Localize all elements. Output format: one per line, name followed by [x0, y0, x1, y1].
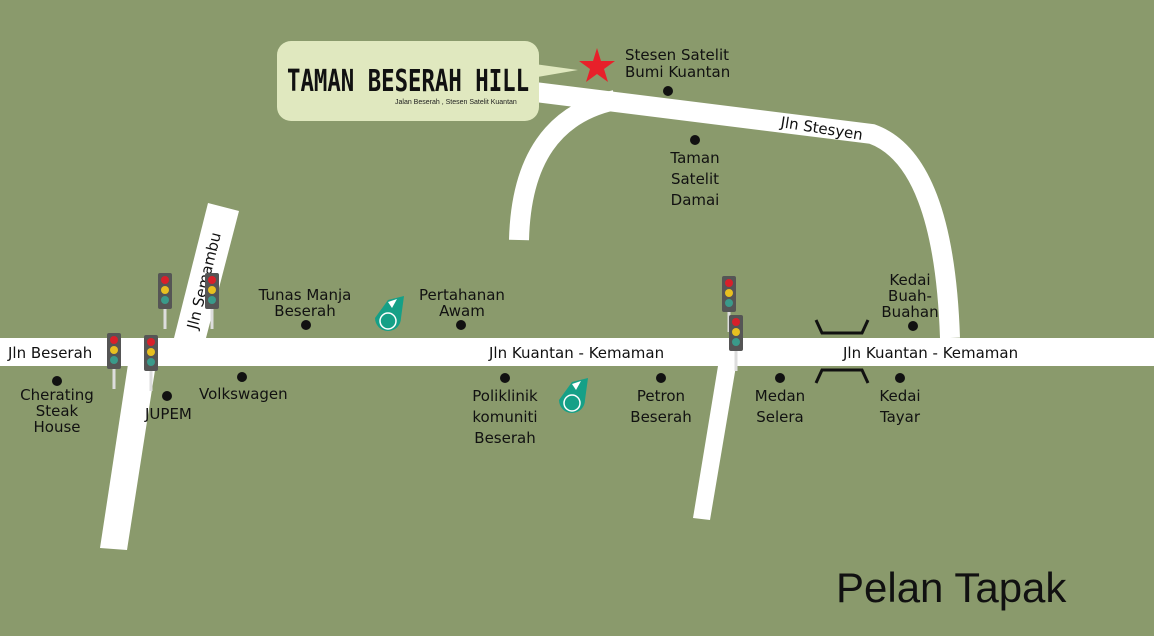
svg-text:Satelit: Satelit: [671, 170, 719, 188]
svg-text:House: House: [33, 418, 80, 436]
svg-text:Kedai: Kedai: [879, 387, 920, 405]
title: TAMAN BESERAH HILL: [287, 64, 529, 99]
subtitle: Jalan Beserah , Stesen Satelit Kuantan: [395, 99, 517, 106]
place-cherating: Cherating Steak House: [20, 376, 94, 436]
svg-text:Poliklinik: Poliklinik: [472, 387, 538, 405]
svg-text:Selera: Selera: [756, 408, 804, 426]
place-medan-selera: Medan Selera: [755, 373, 805, 426]
place-taman-satelit: Taman Satelit Damai: [669, 135, 720, 209]
road-left-junction: [100, 338, 160, 550]
svg-text:Stesen Satelit: Stesen Satelit: [625, 46, 729, 64]
road-label-kuantan-kemaman-2: Jln Kuantan - Kemaman: [842, 344, 1018, 362]
svg-text:Taman: Taman: [669, 149, 719, 167]
place-petron: Petron Beserah: [630, 373, 692, 426]
place-jupem: JUPEM: [144, 391, 192, 423]
road-jln-kuantan-kemaman: [0, 338, 1154, 366]
svg-text:Beserah: Beserah: [274, 302, 335, 320]
road-jln-semambu: [174, 203, 239, 338]
svg-text:Pertahanan: Pertahanan: [419, 286, 505, 304]
star-icon: [579, 48, 615, 82]
svg-text:Beserah: Beserah: [474, 429, 535, 447]
svg-text:Damai: Damai: [671, 191, 720, 209]
svg-text:Awam: Awam: [439, 302, 485, 320]
svg-text:Buahan: Buahan: [881, 303, 938, 321]
svg-text:komuniti: komuniti: [472, 408, 537, 426]
place-kedai-tayar: Kedai Tayar: [879, 373, 921, 426]
svg-text:Steak: Steak: [36, 402, 79, 420]
svg-text:Buah-: Buah-: [888, 287, 932, 305]
roads: [0, 82, 1154, 550]
road-label-kuantan-kemaman-1: Jln Kuantan - Kemaman: [488, 344, 664, 362]
place-pertahanan: Pertahanan Awam: [419, 286, 505, 330]
svg-text:Medan: Medan: [755, 387, 805, 405]
place-kedai-buah: Kedai Buah- Buahan: [881, 271, 939, 331]
title-callout: TAMAN BESERAH HILL Jalan Beserah , Stese…: [277, 41, 578, 121]
place-volkswagen: Volkswagen: [199, 372, 288, 403]
svg-text:Kedai: Kedai: [889, 271, 930, 289]
svg-text:Beserah: Beserah: [630, 408, 691, 426]
petrol-station-icon: [375, 296, 404, 331]
place-stesen: Stesen Satelit Bumi Kuantan: [625, 46, 730, 96]
place-tunas-manja: Tunas Manja Beserah: [258, 286, 352, 330]
svg-text:Cherating: Cherating: [20, 386, 94, 404]
bridge-icon: [814, 319, 870, 384]
svg-text:Volkswagen: Volkswagen: [199, 385, 288, 403]
svg-text:JUPEM: JUPEM: [144, 405, 192, 423]
svg-text:Tunas Manja: Tunas Manja: [258, 286, 352, 304]
road-lower-right: [693, 366, 736, 520]
place-poliklinik: Poliklinik komuniti Beserah: [472, 373, 538, 447]
traffic-light-icon: [107, 333, 121, 389]
traffic-light-icon: [158, 273, 172, 329]
petrol-station-icon: [559, 378, 588, 413]
svg-text:Petron: Petron: [637, 387, 685, 405]
road-label-jln-beserah: Jln Beserah: [7, 344, 92, 362]
road-branch: [509, 90, 618, 241]
svg-text:Bumi Kuantan: Bumi Kuantan: [625, 63, 730, 81]
svg-text:Tayar: Tayar: [879, 408, 921, 426]
map-label: Pelan Tapak: [836, 564, 1067, 611]
road-jln-stesyen: [533, 82, 960, 339]
